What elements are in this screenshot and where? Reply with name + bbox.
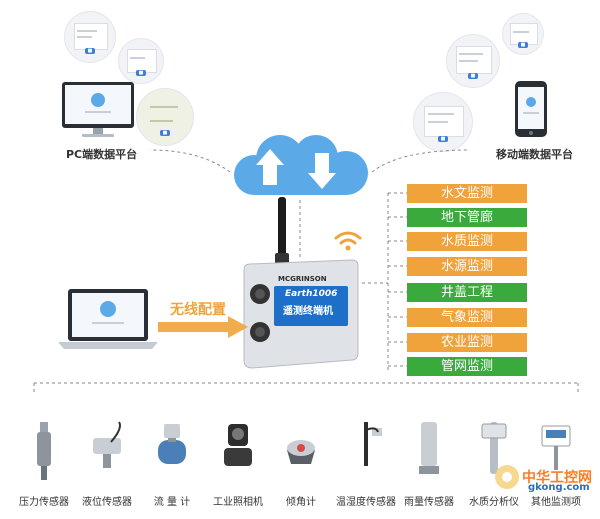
category-item: 井盖工程 [407, 283, 527, 302]
sensor-label: 温湿度传感器 [336, 497, 396, 508]
watermark-gear-icon [495, 465, 519, 489]
watermark-main: 中华工控网 [522, 470, 592, 486]
watermark-url: gkong.com [528, 482, 590, 493]
sensor-label: 压力传感器 [19, 497, 69, 508]
cloud-icon [234, 135, 368, 195]
sensor-label: 流 量 计 [153, 497, 191, 508]
sensor-label: 工业照相机 [213, 497, 263, 508]
category-item: 水源监测 [407, 257, 527, 276]
phone-icon [515, 81, 547, 137]
wifi-icon [334, 231, 362, 251]
category-item: 气象监测 [407, 308, 527, 327]
device-brand: MCGRINSON [278, 275, 327, 283]
mobile-bubble-chart: ■ [502, 13, 544, 55]
device-body [243, 259, 359, 369]
pc-bubble-dashboard: ■ [64, 11, 116, 63]
wireless-config-label: 无线配置 [170, 302, 226, 318]
mobile-bubble-list: ■ [446, 34, 500, 88]
sensor-label: 液位传感器 [82, 497, 132, 508]
sensor-label: 其他监测项 [531, 497, 581, 508]
other-icon [541, 425, 571, 470]
inclinometer-icon [287, 440, 315, 464]
mobile-bubble-realtime: ■ [413, 92, 473, 152]
wireless-arrow-icon [158, 316, 248, 338]
camera-icon [224, 424, 252, 466]
laptop-icon [58, 289, 158, 349]
category-item: 农业监测 [407, 333, 527, 352]
rain-gauge-icon [419, 422, 439, 474]
device-model: Earth1006 [285, 289, 338, 299]
water-analyzer-icon [481, 422, 507, 474]
sensor-label: 雨量传感器 [404, 497, 454, 508]
category-item: 管网监测 [407, 357, 527, 376]
pc-monitor-icon [62, 82, 134, 137]
mobile-platform-label: 移动端数据平台 [496, 148, 573, 161]
category-item: 水文监测 [407, 184, 527, 203]
temp-humidity-sensor-icon [364, 422, 382, 466]
device-badge: 遥测终端机 [283, 306, 333, 317]
pc-bubble-map: ■ [136, 88, 194, 146]
level-sensor-icon [93, 421, 121, 468]
sensor-label: 倾角计 [286, 497, 316, 508]
pc-platform-label: PC端数据平台 [66, 148, 138, 161]
pc-bubble-stats: ■ [118, 38, 164, 84]
sensor-label: 水质分析仪 [469, 497, 519, 508]
pressure-sensor-icon [37, 422, 51, 480]
category-item: 水质监测 [407, 232, 527, 251]
category-item: 地下管廊 [407, 208, 527, 227]
flowmeter-icon [158, 424, 186, 464]
